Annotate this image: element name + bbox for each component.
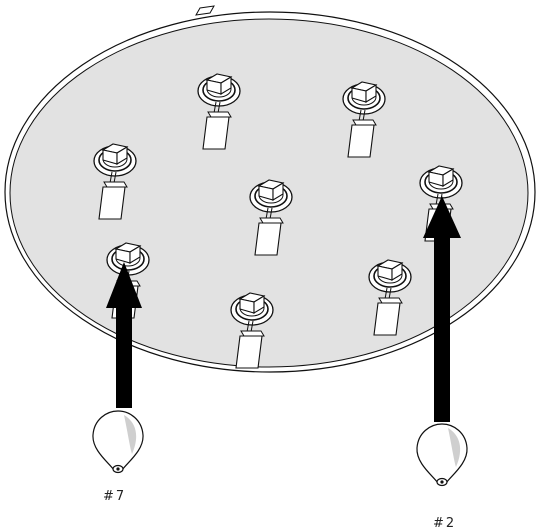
- pendant-socket-icon: [249, 179, 293, 256]
- pendant-socket-icon: [197, 73, 241, 150]
- arrow-7-icon: [106, 262, 142, 408]
- fixtures-group: [93, 73, 463, 369]
- arrow-2-icon: [423, 196, 461, 422]
- callout-label-7: #7: [103, 489, 126, 504]
- pendant-socket-icon: [93, 143, 137, 220]
- pendant-socket-icon: [230, 292, 274, 369]
- light-bulb-icon: [416, 423, 468, 487]
- pendant-socket-icon: [368, 259, 412, 336]
- pendant-socket-icon: [342, 81, 386, 158]
- callout-label-2: #2: [433, 516, 456, 531]
- light-bulb-icon: [92, 410, 144, 474]
